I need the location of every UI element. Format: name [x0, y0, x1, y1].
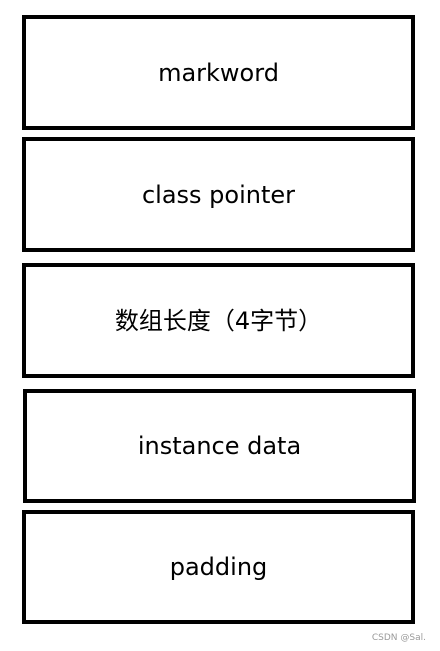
block-padding: padding [22, 510, 415, 624]
block-instance-data: instance data [23, 389, 416, 503]
block-label-padding: padding [169, 553, 268, 581]
block-label-markword: markword [158, 58, 279, 87]
watermark: CSDN @Sal. [371, 633, 426, 643]
block-label-instance-data: instance data [137, 432, 302, 460]
block-markword: markword [22, 15, 415, 130]
block-array-length: 数组长度（4字节） [22, 263, 415, 378]
block-label-array-length: 数组长度（4字节） [114, 306, 323, 335]
block-label-class-pointer: class pointer [141, 180, 296, 209]
block-class-pointer: class pointer [22, 137, 415, 252]
